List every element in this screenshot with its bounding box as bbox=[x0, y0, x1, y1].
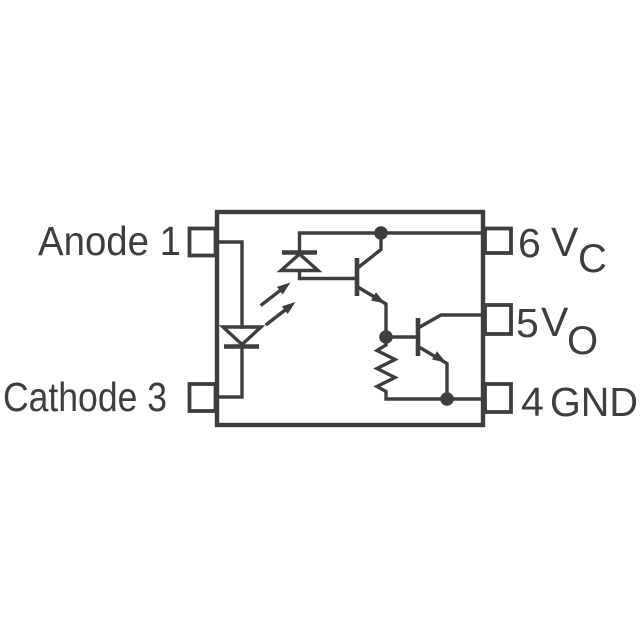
junction-dot bbox=[374, 226, 388, 240]
led-triangle bbox=[218, 325, 266, 347]
pin-1-box bbox=[187, 226, 218, 258]
pin-6-subscript: C bbox=[578, 237, 607, 281]
pin-5-number: 5 bbox=[516, 300, 539, 346]
wire-anode-to-led bbox=[214, 240, 244, 329]
pin-5-subscript: O bbox=[567, 319, 598, 363]
pin-3-label: Cathode 3 bbox=[3, 374, 167, 420]
pin-6-name: V bbox=[551, 219, 579, 265]
junction-dot bbox=[440, 392, 454, 406]
ic-body-outline bbox=[214, 209, 486, 428]
junction-dot bbox=[379, 330, 393, 344]
wire-photodiode-to-base bbox=[297, 269, 359, 281]
transistor-1-symbol bbox=[354, 231, 388, 339]
pin-4-name: GND bbox=[550, 379, 638, 425]
wire-top-rail-vc bbox=[297, 231, 487, 253]
photodiode-symbol bbox=[276, 250, 323, 273]
photodiode-triangle bbox=[276, 251, 323, 273]
light-arrow-head bbox=[276, 282, 291, 295]
pin-5-box bbox=[483, 303, 513, 336]
transistor-1-emitter-arrow bbox=[371, 292, 385, 304]
led-symbol bbox=[218, 325, 266, 349]
pin-1-label: Anode 1 bbox=[38, 218, 181, 264]
transistor-2-symbol bbox=[384, 313, 487, 401]
light-arrow-shaft bbox=[259, 287, 283, 307]
transistor-2-emitter-arrow bbox=[432, 351, 446, 363]
pin-5-name: V bbox=[541, 299, 569, 345]
pin-4-box bbox=[483, 382, 513, 414]
transistor-1-emitter bbox=[354, 284, 388, 339]
pin-4-number: 4 bbox=[521, 379, 544, 425]
transistor-2-emitter bbox=[415, 344, 449, 401]
pin-6-number: 6 bbox=[518, 220, 541, 266]
pin-3-box bbox=[187, 382, 218, 413]
light-emission-arrows-icon bbox=[259, 282, 296, 327]
light-arrow-head bbox=[281, 302, 296, 314]
resistor-symbol bbox=[373, 335, 487, 401]
wire-led-to-cathode bbox=[214, 344, 244, 399]
light-arrow-shaft bbox=[264, 307, 288, 327]
transistor-2-collector-to-vo bbox=[415, 313, 487, 331]
pin-6-box bbox=[483, 226, 513, 255]
